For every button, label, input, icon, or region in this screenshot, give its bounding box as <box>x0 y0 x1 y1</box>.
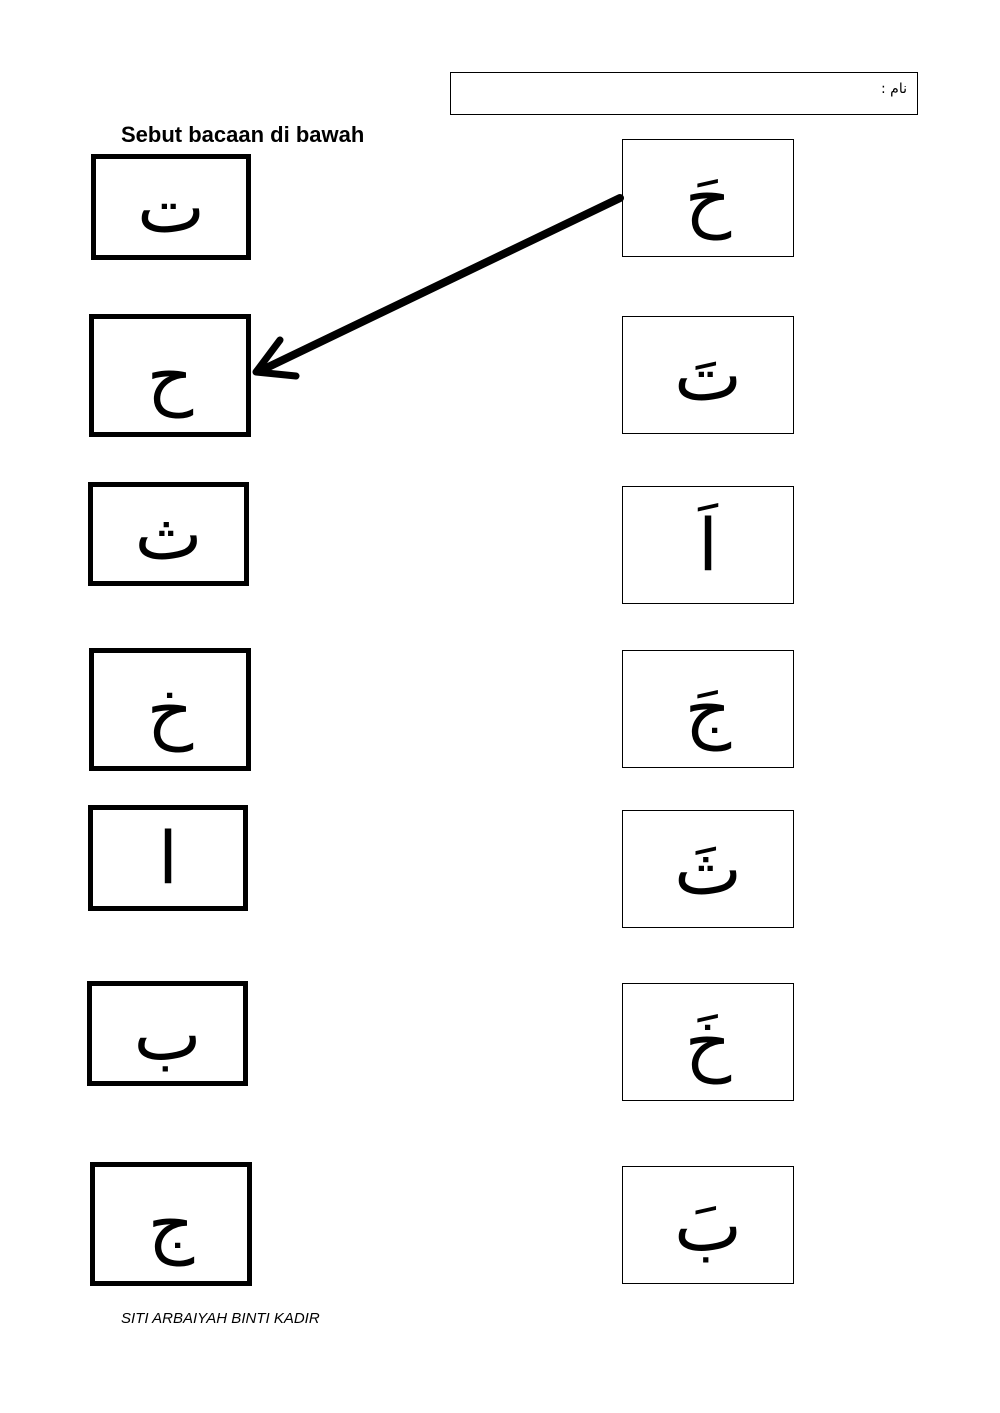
left-letter-box-5[interactable]: ا <box>88 805 248 911</box>
right-letter: بَ <box>674 1183 742 1267</box>
left-letter-box-1[interactable]: ت <box>91 154 251 260</box>
left-letter-box-6[interactable]: ب <box>87 981 248 1086</box>
right-letter: خَ <box>684 1000 732 1084</box>
name-label: نام : <box>881 81 907 97</box>
right-letter-box-6[interactable]: خَ <box>622 983 794 1101</box>
name-field[interactable]: نام : <box>450 72 918 115</box>
left-letter: ث <box>134 492 203 576</box>
left-letter: ت <box>137 165 205 249</box>
left-letter-box-4[interactable]: خ <box>89 648 251 771</box>
right-letter-box-7[interactable]: بَ <box>622 1166 794 1284</box>
left-letter: ا <box>157 816 178 900</box>
right-letter: اَ <box>697 503 718 587</box>
right-letter: تَ <box>674 333 742 417</box>
right-letter: جَ <box>684 667 732 751</box>
left-letter-box-7[interactable]: ج <box>90 1162 252 1286</box>
instruction-text: Sebut bacaan di bawah <box>121 122 365 147</box>
left-letter-box-2[interactable]: ح <box>89 314 251 437</box>
right-letter-box-5[interactable]: ثَ <box>622 810 794 928</box>
right-letter-box-2[interactable]: تَ <box>622 316 794 434</box>
author-footer: SITI ARBAIYAH BINTI KADIR <box>121 1310 320 1327</box>
left-letter: ح <box>146 333 194 418</box>
left-letter: ج <box>147 1182 195 1266</box>
right-letter-box-4[interactable]: جَ <box>622 650 794 768</box>
right-letter: ثَ <box>674 827 742 911</box>
right-letter-box-3[interactable]: اَ <box>622 486 794 604</box>
left-letter: ب <box>133 991 202 1076</box>
right-letter: حَ <box>684 156 732 240</box>
left-letter: خ <box>146 667 194 752</box>
left-letter-box-3[interactable]: ث <box>88 482 249 586</box>
right-letter-box-1[interactable]: حَ <box>622 139 794 257</box>
